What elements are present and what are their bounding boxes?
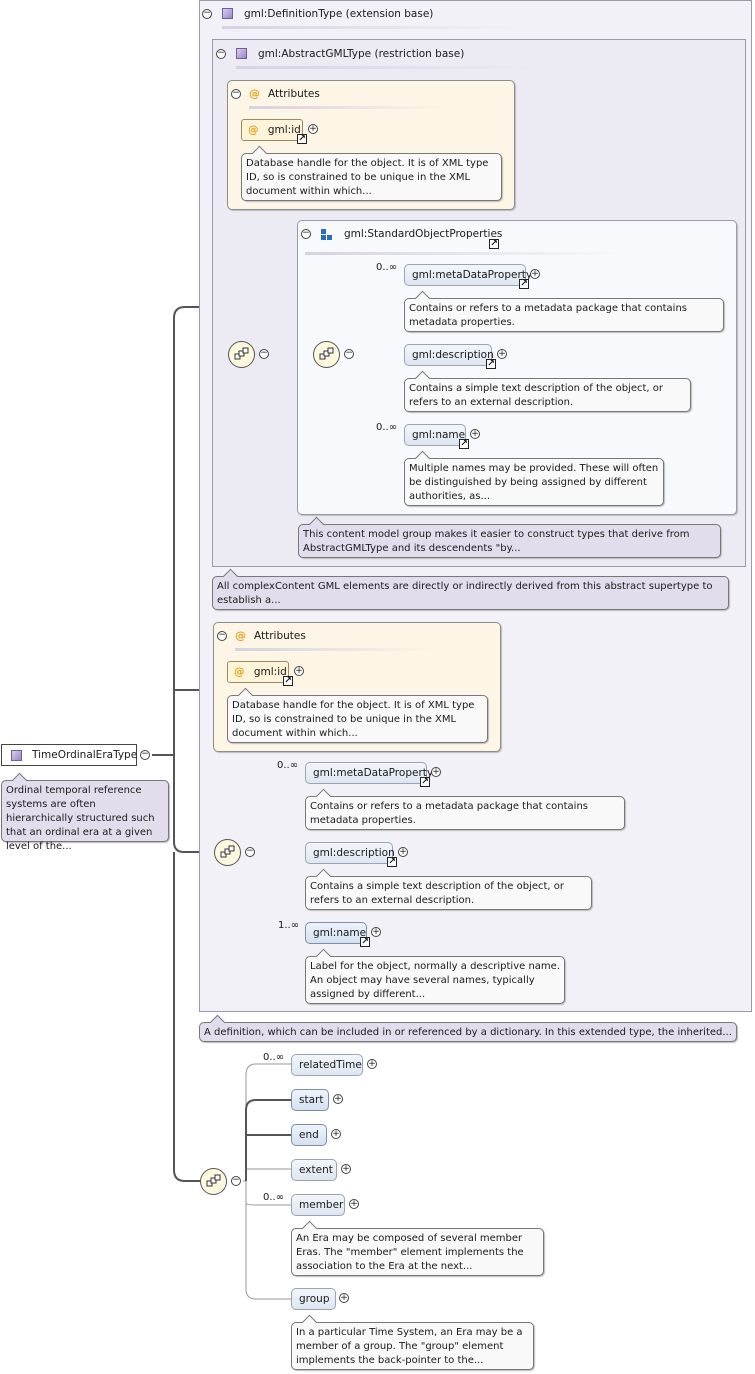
element-doc: In a particular Time System, an Era may …: [291, 1314, 534, 1370]
attribute-gml-id[interactable]: @ gml:id: [227, 661, 289, 683]
element-doc: Contains a simple text description of th…: [404, 370, 691, 412]
collapse-group-button[interactable]: −: [301, 228, 311, 239]
element-description[interactable]: gml:description: [404, 344, 494, 366]
expand-button[interactable]: +: [470, 429, 480, 439]
element-doc: Label for the object, normally a descrip…: [305, 948, 565, 1004]
reference-arrow-icon: ↗: [360, 937, 370, 947]
element-member[interactable]: member: [291, 1194, 345, 1216]
header-divider: [305, 252, 625, 255]
root-type[interactable]: TimeOrdinalEraType: [1, 744, 137, 766]
collapse-sequence-button[interactable]: −: [259, 348, 269, 359]
collapse-sequence-button[interactable]: −: [245, 846, 255, 857]
root-doc: Ordinal temporal reference systems are o…: [1, 772, 169, 852]
attribute-icon: @: [249, 87, 260, 100]
element-doc: Contains or refers to a metadata package…: [305, 788, 625, 830]
attribute-icon: @: [234, 666, 245, 678]
element-metadataproperty[interactable]: gml:metaDataProperty: [305, 762, 433, 784]
attribute-name: gml:id: [253, 666, 287, 678]
expand-button[interactable]: +: [398, 847, 408, 857]
complex-type-icon: [236, 48, 247, 59]
collapse-sequence-button[interactable]: −: [231, 1175, 241, 1186]
reference-arrow-icon: ↗: [459, 439, 469, 449]
expand-button[interactable]: +: [367, 1059, 377, 1069]
attributes-title: Attributes: [268, 88, 320, 100]
complex-type-icon: [11, 750, 22, 761]
group-title: gml:StandardObjectProperties: [344, 228, 503, 240]
multiplicity-label: 0..∞: [263, 1052, 285, 1063]
root-type-name: TimeOrdinalEraType: [32, 749, 138, 761]
expand-button[interactable]: +: [333, 1094, 343, 1104]
attributes-title: Attributes: [254, 630, 306, 642]
element-extent[interactable]: extent: [291, 1159, 337, 1181]
attribute-icon: @: [235, 629, 246, 642]
expand-button[interactable]: +: [331, 1129, 341, 1139]
restriction-title: gml:AbstractGMLType (restriction base): [258, 48, 465, 60]
element-relatedtime[interactable]: relatedTime: [291, 1054, 363, 1076]
sequence-compositor-icon[interactable]: [228, 341, 255, 368]
header-divider: [222, 26, 522, 29]
collapse-restriction-button[interactable]: −: [216, 48, 226, 59]
element-description[interactable]: gml:description: [305, 842, 395, 864]
attribute-doc: Database handle for the object. It is of…: [227, 687, 488, 743]
attribute-icon: @: [248, 124, 259, 136]
collapse-attributes-button[interactable]: −: [231, 88, 241, 99]
multiplicity-label: 0..∞: [376, 262, 398, 273]
sequence-compositor-icon[interactable]: [313, 341, 340, 368]
model-group-icon: [320, 228, 334, 242]
expand-button[interactable]: +: [431, 767, 441, 777]
expand-button[interactable]: +: [339, 1293, 349, 1303]
multiplicity-label: 0..∞: [277, 760, 299, 771]
collapse-attributes-button[interactable]: −: [217, 630, 227, 641]
reference-arrow-icon: ↗: [283, 676, 293, 686]
extension-doc: A definition, which can be included in o…: [199, 1014, 737, 1042]
expand-button[interactable]: +: [497, 349, 507, 359]
reference-arrow-icon: ↗: [489, 239, 499, 249]
expand-button[interactable]: +: [371, 927, 381, 937]
extension-title: gml:DefinitionType (extension base): [244, 8, 434, 20]
attribute-doc: Database handle for the object. It is of…: [241, 145, 502, 201]
element-end[interactable]: end: [291, 1124, 327, 1146]
restriction-doc: All complexContent GML elements are dire…: [212, 568, 729, 610]
expand-button[interactable]: +: [349, 1199, 359, 1209]
reference-arrow-icon: ↗: [486, 359, 496, 369]
element-doc: An Era may be composed of several member…: [291, 1220, 544, 1276]
group-doc: This content model group makes it easier…: [298, 516, 721, 558]
expand-button[interactable]: +: [294, 666, 304, 676]
reference-arrow-icon: ↗: [420, 777, 430, 787]
sequence-compositor-icon[interactable]: [200, 1168, 227, 1195]
reference-arrow-icon: ↗: [519, 279, 529, 289]
collapse-extension-button[interactable]: −: [202, 8, 212, 19]
element-group[interactable]: group: [291, 1288, 336, 1310]
element-doc: Multiple names may be provided. These wi…: [404, 450, 664, 506]
complex-type-icon: [222, 8, 233, 19]
element-doc: Contains or refers to a metadata package…: [404, 290, 724, 332]
element-name[interactable]: gml:name: [404, 424, 466, 446]
element-start[interactable]: start: [291, 1089, 329, 1111]
multiplicity-label: 1..∞: [278, 920, 300, 931]
element-doc: Contains a simple text description of th…: [305, 868, 592, 910]
expand-button[interactable]: +: [341, 1164, 351, 1174]
header-divider: [236, 66, 536, 69]
multiplicity-label: 0..∞: [376, 422, 398, 433]
sequence-compositor-icon[interactable]: [214, 839, 241, 866]
expand-button[interactable]: +: [530, 269, 540, 279]
expand-button[interactable]: +: [308, 124, 318, 134]
collapse-root-button[interactable]: −: [140, 749, 150, 760]
reference-arrow-icon: ↗: [387, 857, 397, 867]
attribute-name: gml:id: [267, 124, 301, 136]
multiplicity-label: 0..∞: [263, 1192, 285, 1203]
header-divider: [235, 648, 435, 651]
element-metadataproperty[interactable]: gml:metaDataProperty: [404, 264, 532, 286]
attribute-gml-id[interactable]: @ gml:id: [241, 119, 303, 141]
reference-arrow-icon: ↗: [297, 134, 307, 144]
collapse-sequence-button[interactable]: −: [344, 348, 354, 359]
header-divider: [249, 106, 449, 109]
element-name[interactable]: gml:name: [305, 922, 367, 944]
